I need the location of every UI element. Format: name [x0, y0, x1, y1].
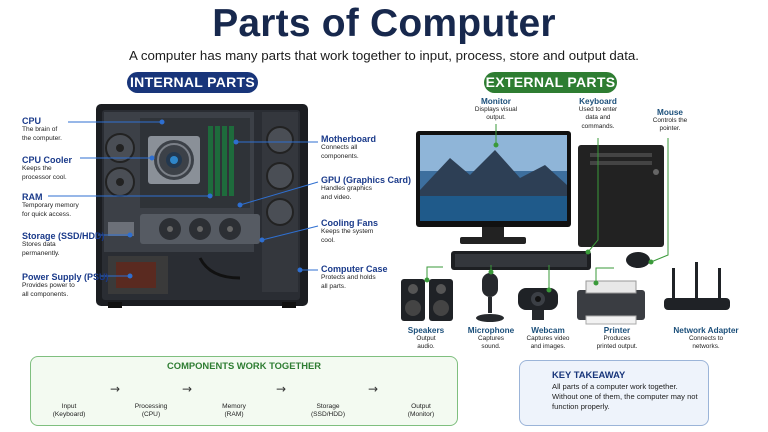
label-cpu-cooler: CPU Cooler Keeps the processor cool. — [22, 155, 73, 181]
label-storage: Storage (SSD/HDD) Stores data permanentl… — [22, 231, 105, 257]
arrow-right-icon: → — [368, 382, 379, 396]
label-printer: Printer Produces printed output. — [596, 326, 638, 351]
label-speakers: Speakers Output audio. — [407, 326, 445, 351]
key-takeaway-text: All parts of a computer work together. W… — [552, 382, 698, 411]
flow-step-processing: Processing(CPU) — [134, 403, 168, 419]
label-gpu: GPU (Graphics Card) Handles graphics and… — [321, 175, 412, 201]
gpu-icon — [140, 214, 260, 244]
router-icon — [664, 262, 730, 310]
internal-leader-lines — [48, 119, 319, 279]
key-takeaway-title: KEY TAKEAWAY — [552, 369, 626, 380]
flow-step-storage: Storage(SSD/HDD) — [310, 403, 346, 419]
label-monitor: Monitor Displays visual output. — [474, 97, 518, 122]
key-takeaway-panel — [519, 360, 709, 426]
arrow-right-icon: → — [182, 382, 193, 396]
label-network-adapter: Network Adapter Connects to networks. — [673, 326, 739, 351]
label-cooling-fans: Cooling Fans Keeps the system cool. — [321, 218, 378, 244]
external-leader-lines — [424, 124, 669, 293]
psu-icon — [108, 256, 168, 294]
label-mouse: Mouse Controls the pointer. — [652, 108, 688, 133]
tower-icon — [578, 145, 664, 247]
works-together-panel — [30, 356, 458, 426]
arrow-right-icon: → — [276, 382, 287, 396]
page-subtitle: A computer has many parts that work toge… — [128, 48, 639, 63]
flow-step-input: Input(Keyboard) — [52, 403, 86, 419]
webcam-icon — [518, 288, 558, 320]
label-microphone: Microphone Captures sound. — [467, 326, 515, 351]
flow-step-output: Output(Monitor) — [407, 403, 435, 419]
external-parts-badge: EXTERNAL PARTS — [484, 72, 617, 93]
label-computer-case: Computer Case Protects and holds all par… — [321, 264, 388, 290]
label-cpu: CPU The brain of the computer. — [22, 116, 62, 142]
keyboard-icon — [451, 251, 591, 270]
label-keyboard: Keyboard Used to enter data and commands… — [578, 97, 618, 130]
cpu-cooler-icon — [148, 136, 200, 184]
flow-step-memory: Memory(RAM) — [222, 403, 246, 419]
ram-slots-icon — [208, 126, 234, 196]
label-ram: RAM Temporary memory for quick access. — [22, 192, 79, 218]
microphone-icon — [476, 273, 504, 322]
internal-parts-badge: INTERNAL PARTS — [127, 72, 258, 93]
mouse-icon — [626, 252, 650, 268]
arrow-right-icon: → — [110, 382, 121, 396]
works-together-title: COMPONENTS WORK TOGETHER — [167, 360, 321, 371]
label-motherboard: Motherboard Connects all components. — [321, 134, 376, 160]
page-title: Parts of Computer — [212, 2, 556, 45]
label-webcam: Webcam Captures video and images. — [526, 326, 570, 351]
label-psu: Power Supply (PSU) Provides power to all… — [22, 272, 109, 298]
speakers-icon — [401, 279, 453, 321]
printer-icon — [577, 280, 645, 325]
monitor-icon — [416, 131, 571, 244]
pc-case-illustration — [96, 104, 308, 308]
